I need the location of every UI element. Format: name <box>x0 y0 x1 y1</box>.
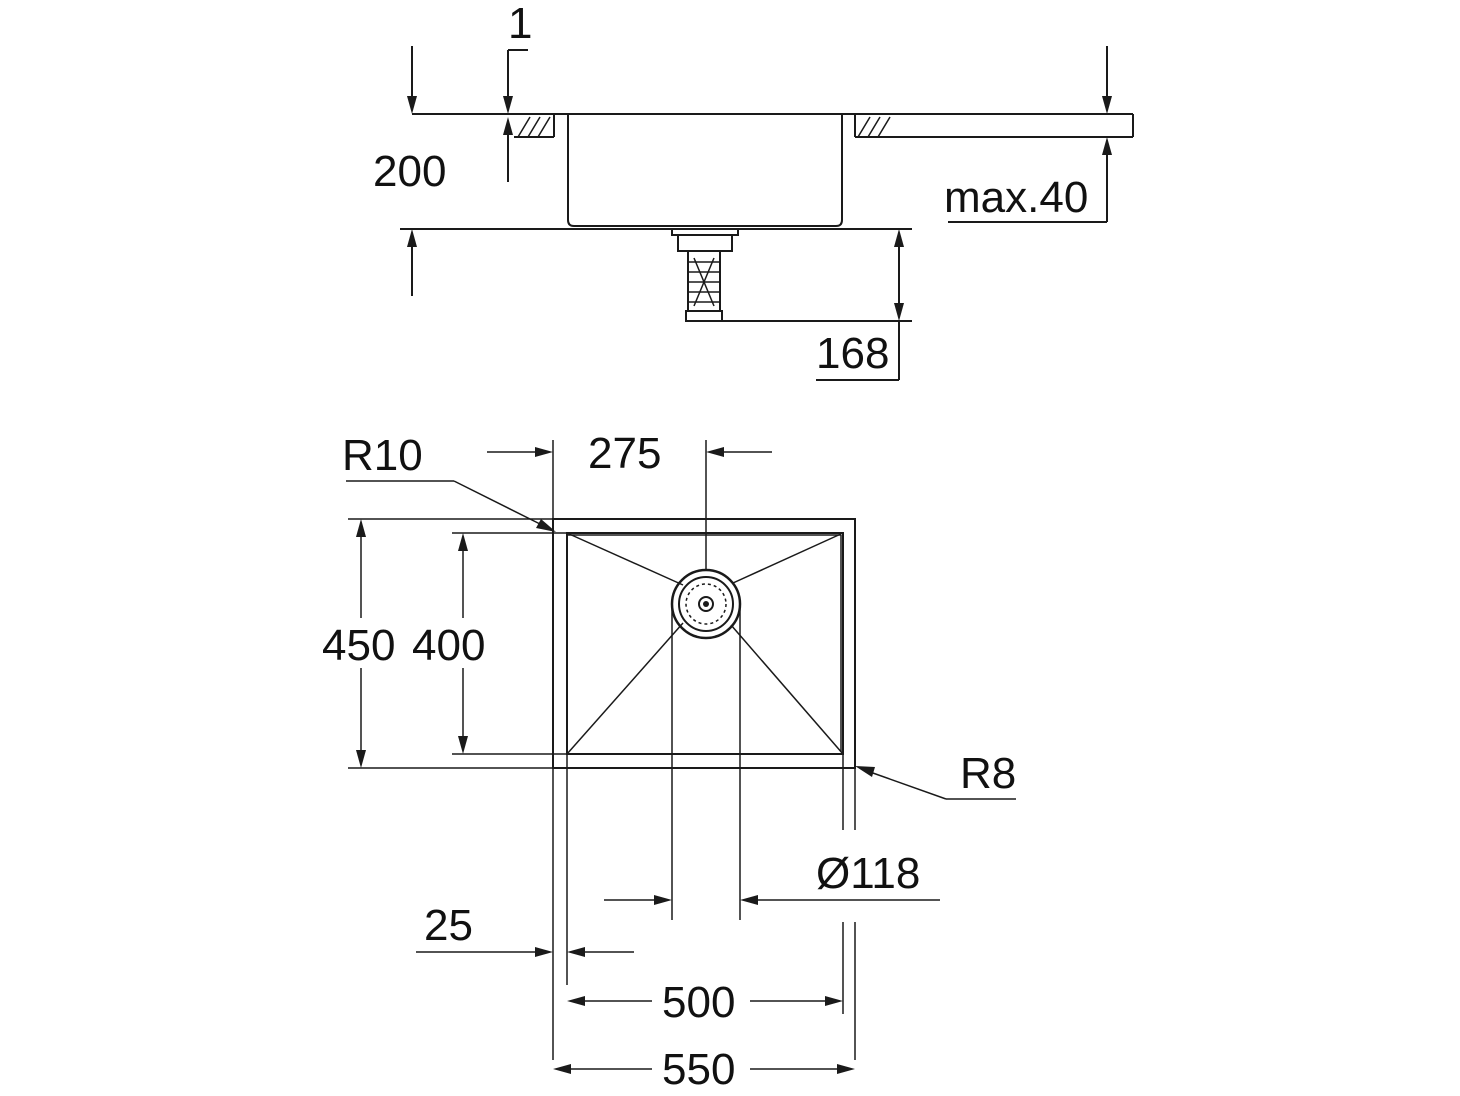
dim-drain-height: 168 <box>816 229 904 381</box>
dim-label-drain-offset: 275 <box>588 429 661 478</box>
dim-label-bowl-depth: 200 <box>373 147 446 196</box>
sink-inner-bowl <box>566 532 844 755</box>
dim-bowl-depth: 200 <box>373 46 446 296</box>
dim-label-flange-width: 25 <box>424 901 473 950</box>
dim-corner-radius-bottom: R8 <box>855 749 1016 800</box>
bowl-slope-lines <box>566 532 844 755</box>
drain-fitting <box>671 228 912 322</box>
dim-inner-width: 500 <box>567 978 843 1027</box>
dim-label-countertop-thickness: max.40 <box>944 173 1088 222</box>
dim-drain-offset: 275 <box>487 429 772 478</box>
drain-icon <box>670 568 742 640</box>
dim-label-drain-diameter: Ø118 <box>816 849 920 898</box>
dim-corner-radius-top: R10 <box>342 431 556 532</box>
side-view: 1 200 max.40 168 <box>373 0 1134 381</box>
dim-flange-width: 25 <box>416 901 634 957</box>
dim-label-flange-thickness: 1 <box>508 0 532 48</box>
bowl-section <box>400 113 912 230</box>
countertop-right <box>842 113 1134 138</box>
dim-label-inner-depth: 400 <box>412 621 485 670</box>
dim-label-outer-depth: 450 <box>322 621 395 670</box>
plan-view: R10 275 450 400 <box>322 429 1016 1094</box>
dim-drain-diameter: Ø118 <box>604 849 940 905</box>
dim-label-corner-radius-bottom: R8 <box>960 749 1016 798</box>
dim-outer-depth: 450 <box>322 519 395 768</box>
dim-inner-depth: 400 <box>412 533 485 754</box>
dim-outer-width: 550 <box>553 1045 855 1094</box>
dim-countertop-thickness: max.40 <box>944 46 1112 223</box>
dim-label-inner-width: 500 <box>662 978 735 1027</box>
dim-label-drain-height: 168 <box>816 329 889 378</box>
countertop-left <box>412 113 568 138</box>
sink-outer-rim <box>552 518 856 769</box>
extension-lines <box>348 440 856 1060</box>
dim-label-corner-radius-top: R10 <box>342 431 423 480</box>
dim-label-outer-width: 550 <box>662 1045 735 1094</box>
dim-flange-thickness: 1 <box>503 0 532 182</box>
